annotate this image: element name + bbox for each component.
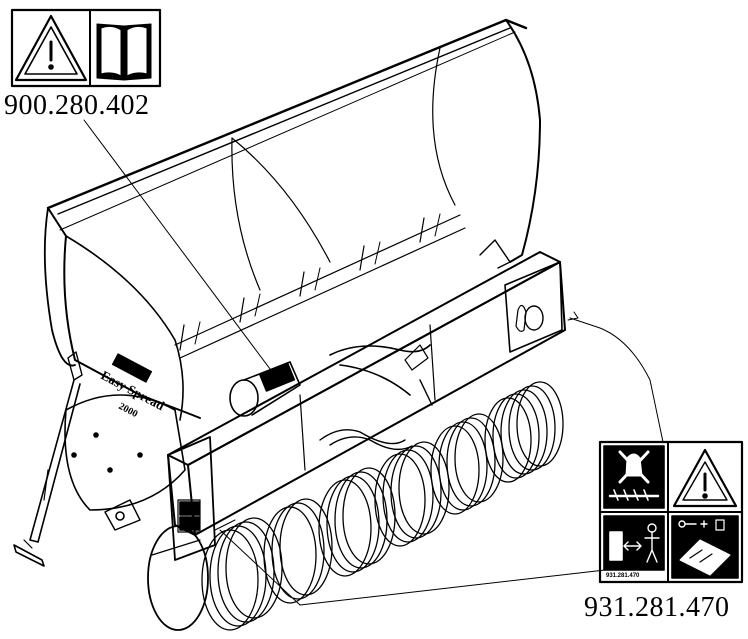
end-wheel [147,525,209,631]
leader-lines-bottom [214,311,664,606]
part-number-label-bottom: 931.281.470 [584,592,730,623]
disc-pack-2 [263,498,333,604]
hitch-bracket [104,499,141,531]
operator-manual-book-icon [96,23,152,81]
side-plate [64,394,186,511]
disc-pack-5 [430,413,504,515]
disc-pack-4 [374,441,450,547]
disc-pack-6 [484,381,564,483]
decal-code-text: 931.281.470 [606,573,640,579]
main-frame [167,251,566,536]
left-bracket [167,436,216,561]
decal-900-280-402 [10,8,162,88]
part-number-label-top: 900.280.402 [4,90,150,121]
warning-triangle-icon [14,14,88,82]
brand-plate [111,353,153,383]
support-leg [13,351,83,567]
hydraulic-hoses [319,429,413,451]
drive-motor [229,239,511,417]
decal-931-281-470 [598,440,744,584]
disc-pack-3 [318,467,396,577]
keep-distance-icon [603,515,665,571]
remove-key-before-maintenance-icon [671,515,739,579]
hopper [43,18,541,421]
leader-line-top [83,119,283,386]
no-hands-rotating-parts-icon [603,445,665,509]
warning-triangle-icon [672,448,738,508]
roller-discs [147,381,564,631]
model-number-text: 2000 [117,401,140,420]
